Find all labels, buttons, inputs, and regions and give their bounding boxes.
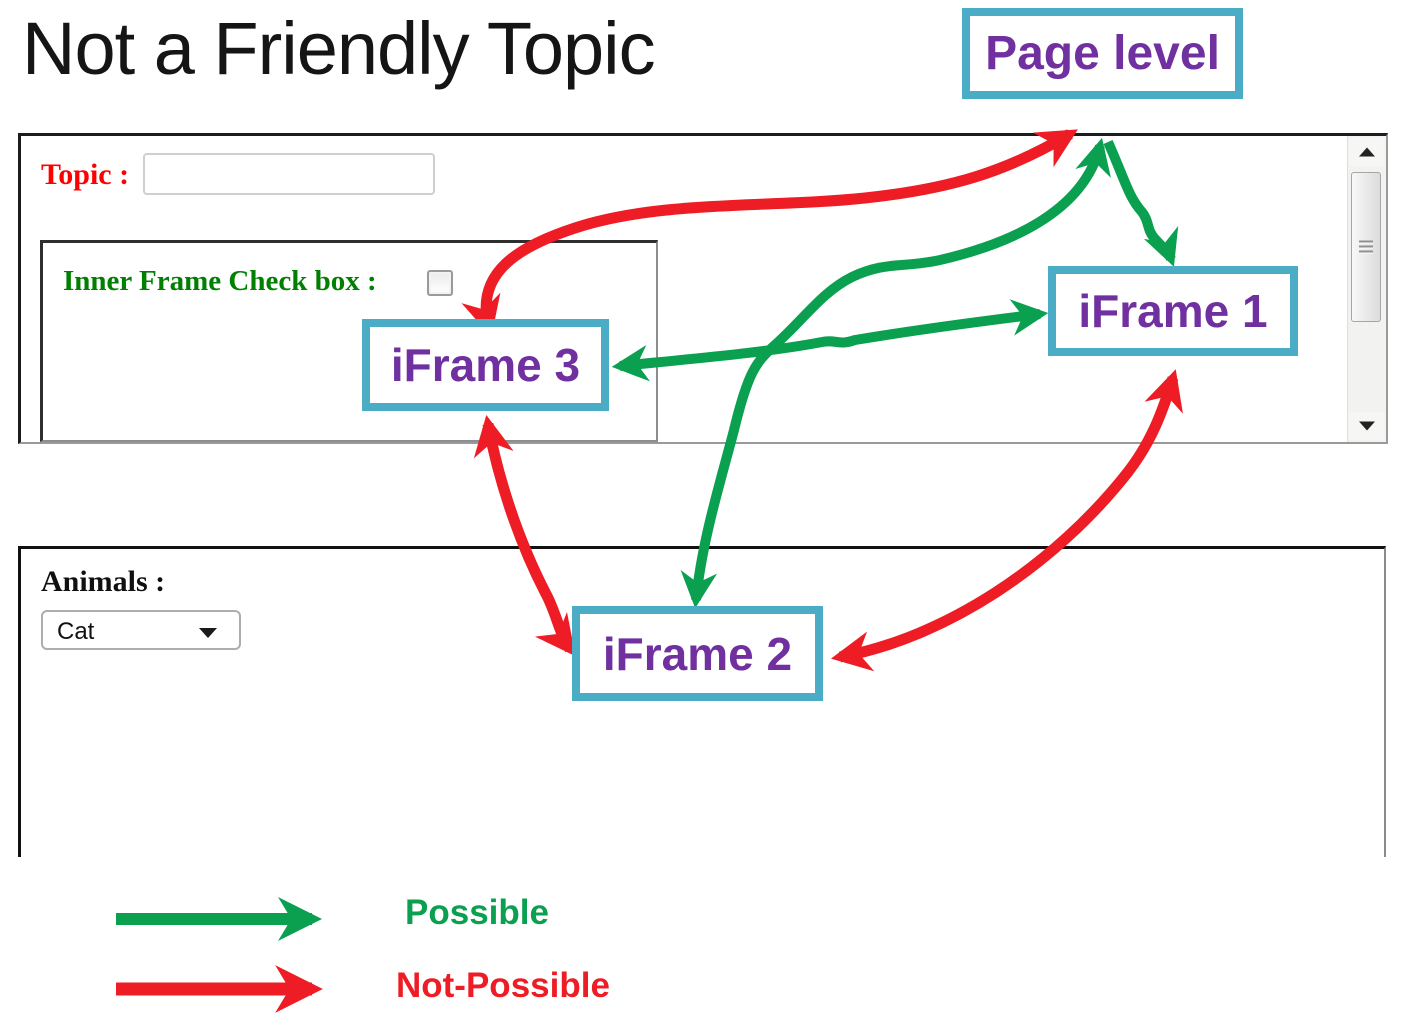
legend-possible-label: Possible [405,893,549,932]
node-page-level-label: Page level [985,27,1220,80]
animals-dropdown[interactable]: Cat [41,610,241,650]
node-iframe1: iFrame 1 [1048,266,1298,356]
node-iframe3-label: iFrame 3 [390,339,581,391]
inner-frame-checkbox[interactable] [427,270,453,296]
vertical-scrollbar[interactable] [1347,136,1386,442]
dropdown-arrow-icon [199,628,217,638]
animals-frame: Animals : Cat [18,546,1386,857]
scroll-down-icon [1359,421,1375,431]
node-iframe2-label: iFrame 2 [602,627,793,680]
scrollbar-thumb[interactable] [1351,172,1381,322]
legend-not-possible-label: Not-Possible [396,966,610,1005]
inner-frame-checkbox-label: Inner Frame Check box : [63,265,377,297]
page-title: Not a Friendly Topic [22,7,656,90]
scrollbar-grip-icon [1359,239,1373,256]
topic-input[interactable] [143,153,435,195]
scroll-down-button[interactable] [1349,412,1385,440]
node-iframe3: iFrame 3 [362,319,609,411]
animals-dropdown-value: Cat [57,618,95,645]
node-iframe1-label: iFrame 1 [1078,285,1268,337]
node-page-level: Page level [962,8,1243,99]
animals-label: Animals : [41,565,166,598]
node-iframe2: iFrame 2 [572,606,823,701]
scroll-up-button[interactable] [1349,138,1385,166]
scroll-up-icon [1359,147,1375,157]
topic-label: Topic : [41,158,130,191]
